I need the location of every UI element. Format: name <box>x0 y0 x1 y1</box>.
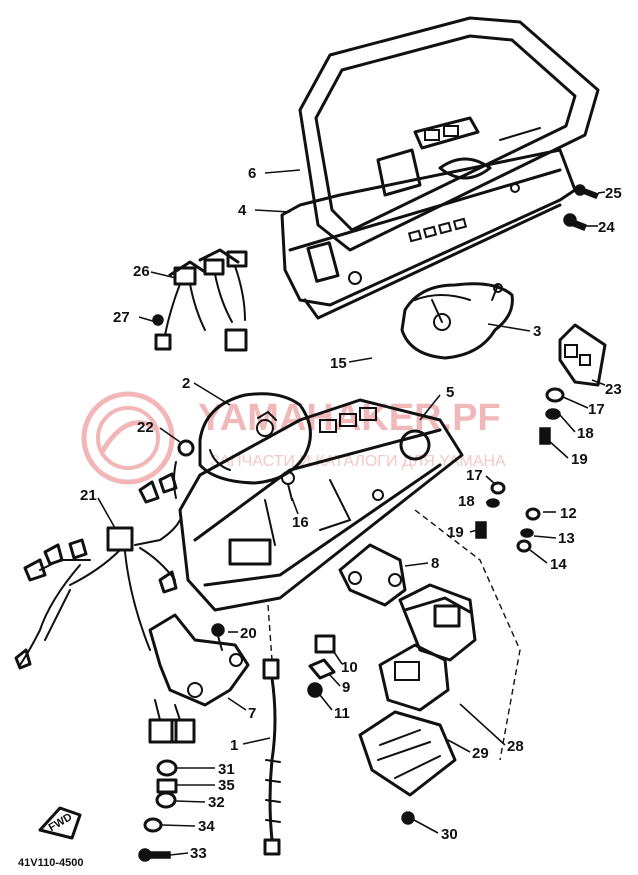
part-4-meter-case <box>280 148 577 320</box>
callout-18-right: 18 <box>577 425 594 442</box>
middle-hardware <box>307 481 541 698</box>
callout-25: 25 <box>605 185 622 202</box>
callout-23: 23 <box>605 381 622 398</box>
callout-20: 20 <box>240 625 257 642</box>
part-20-bolt <box>211 623 225 651</box>
callout-9: 9 <box>342 679 350 696</box>
callout-33: 33 <box>190 845 207 862</box>
fwd-arrow: FWD <box>38 806 82 840</box>
fwd-label: FWD <box>47 811 75 834</box>
part-26-harness <box>152 248 248 352</box>
callout-10: 10 <box>341 659 358 676</box>
part-2-speedometer <box>198 392 312 485</box>
callout-35: 35 <box>218 777 235 794</box>
callout-labels: 6 4 3 23 25 24 17 18 19 26 27 15 2 5 22 … <box>80 165 622 862</box>
callout-17-right: 17 <box>588 401 605 418</box>
part-21-wiring <box>14 472 181 670</box>
callout-28: 28 <box>507 738 524 755</box>
callout-14: 14 <box>550 556 567 573</box>
part-16-bolt <box>281 471 295 501</box>
callout-18-left: 18 <box>458 493 475 510</box>
callout-17-left: 17 <box>466 467 483 484</box>
part-23-bracket <box>558 323 607 387</box>
callout-5: 5 <box>446 384 454 401</box>
part-7-bracket <box>148 613 250 707</box>
callout-24: 24 <box>598 219 615 236</box>
callout-8: 8 <box>431 555 439 572</box>
callout-11: 11 <box>334 705 350 722</box>
callout-26: 26 <box>133 263 150 280</box>
callout-12: 12 <box>560 505 577 522</box>
watermark-tagline: ЗАПЧАСТИ И КАТАЛОГИ ДЛЯ YAMAHA <box>210 453 506 470</box>
part-6-meter-cover <box>298 16 600 252</box>
callout-34: 34 <box>198 818 215 835</box>
callout-7: 7 <box>248 705 256 722</box>
callout-31: 31 <box>218 761 235 778</box>
callout-19-left: 19 <box>447 524 464 541</box>
middle-bracket-8 <box>338 543 407 607</box>
part-5-lower-housing <box>178 398 464 612</box>
part-1-cable <box>262 604 281 856</box>
diagram-code: 41V110-4500 <box>18 857 83 869</box>
callout-30: 30 <box>441 826 458 843</box>
callout-1: 1 <box>230 737 238 754</box>
part-28-indicator-assembly <box>358 509 521 825</box>
callout-15: 15 <box>330 355 347 372</box>
callout-3: 3 <box>533 323 541 340</box>
callout-16: 16 <box>292 514 309 531</box>
right-hardware <box>539 387 565 445</box>
callout-22: 22 <box>137 419 154 436</box>
callout-13: 13 <box>558 530 575 547</box>
callout-4: 4 <box>238 202 247 219</box>
callout-21: 21 <box>80 487 97 504</box>
leader-lines <box>97 169 606 856</box>
part-24-25-screws <box>563 184 600 231</box>
callout-19-right: 19 <box>571 451 588 468</box>
lower-left-connectors <box>148 699 196 744</box>
part-3-gauge <box>400 282 514 360</box>
callout-32: 32 <box>208 794 225 811</box>
callout-27: 27 <box>113 309 130 326</box>
lower-left-hardware <box>138 759 178 862</box>
callout-29: 29 <box>472 745 489 762</box>
callout-2: 2 <box>182 375 190 392</box>
callout-6: 6 <box>248 165 256 182</box>
